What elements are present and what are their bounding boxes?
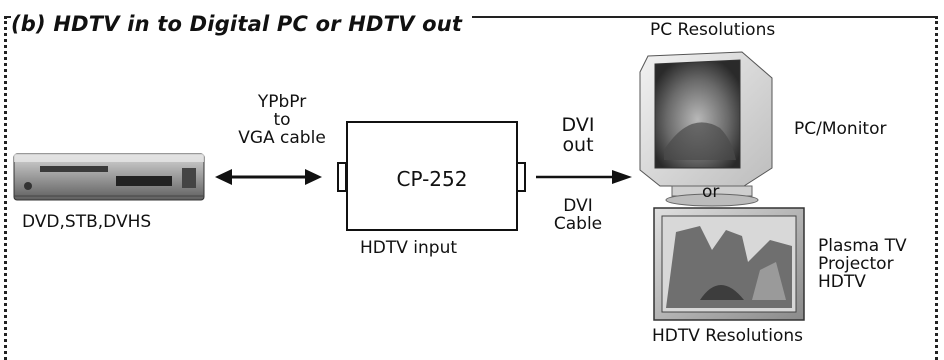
dvi-out-line1: DVI	[561, 114, 595, 136]
cp-252-box: CP-252	[346, 121, 518, 231]
dvi-out-label: DVI out	[540, 114, 616, 156]
ypbpr-cable-arrow	[215, 169, 322, 185]
hdtv-resolutions-label: HDTV Resolutions	[652, 326, 803, 346]
cp-252-label: CP-252	[396, 167, 468, 191]
pc-monitor-label: PC/Monitor	[794, 119, 887, 139]
tv-type-line2: Projector	[818, 253, 894, 274]
diagram-title: (b) HDTV in to Digital PC or HDTV out	[11, 12, 473, 36]
ypbpr-cable-label: YPbPr to VGA cable	[224, 92, 340, 148]
diagram-frame: (b) HDTV in to Digital PC or HDTV out	[4, 12, 938, 360]
dvi-cable-label: DVI Cable	[540, 196, 616, 234]
source-device-label: DVD,STB,DVHS	[22, 212, 152, 232]
dvi-cable-line2: Cable	[553, 213, 603, 234]
dvi-out-line2: out	[562, 133, 594, 156]
crt-monitor-icon	[639, 51, 773, 207]
tv-type-line3: HDTV	[818, 271, 866, 292]
tv-type-line1: Plasma TV	[818, 236, 907, 256]
ypbpr-cable-line2: to	[273, 109, 291, 130]
input-connector	[337, 162, 347, 192]
dvi-cable-line1: DVI	[563, 196, 593, 216]
output-connector	[516, 162, 526, 192]
plasma-tv-icon	[653, 207, 805, 321]
ypbpr-cable-line1: YPbPr	[257, 92, 307, 112]
tv-types-label: Plasma TV Projector HDTV	[818, 236, 907, 292]
dvi-cable-arrow	[536, 170, 632, 184]
pc-resolutions-label: PC Resolutions	[650, 20, 776, 40]
ypbpr-cable-line3: VGA cable	[238, 127, 326, 148]
hdtv-input-label: HDTV input	[360, 238, 458, 258]
dvd-player-icon	[13, 153, 205, 201]
or-label: or	[702, 182, 720, 202]
